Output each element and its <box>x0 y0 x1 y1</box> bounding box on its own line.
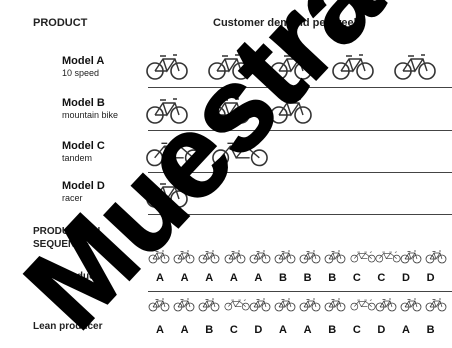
sequence-letter: A <box>254 272 263 284</box>
sequence-letter: C <box>352 324 361 336</box>
mini-bike-icon <box>274 250 296 264</box>
bicycle-icon <box>394 54 436 80</box>
mini-bike-icon <box>249 298 271 312</box>
sequence-letter: A <box>402 324 410 336</box>
mini-bike-icon <box>324 250 346 264</box>
mini-bike-icon <box>274 298 296 312</box>
bicycle-icon <box>146 98 188 124</box>
sequence-letter: B <box>279 272 287 284</box>
lean-mini-bikes <box>148 296 450 312</box>
mini-bike-icon <box>425 298 447 312</box>
mini-bike-icon <box>324 298 346 312</box>
sequence-letter: C <box>229 324 238 336</box>
sequence-letter: D <box>254 324 263 336</box>
sequence-letter: A <box>303 324 312 336</box>
sequence-letter: A <box>205 272 214 284</box>
model-subtitle: 10 speed <box>62 68 100 78</box>
sequence-letter: C <box>377 272 386 284</box>
sequence-letter: D <box>402 272 410 284</box>
sequence-letter: B <box>328 324 337 336</box>
mini-bike-icon <box>299 250 321 264</box>
mini-bike-icon <box>224 250 245 264</box>
divider <box>148 130 452 131</box>
bicycle-icon <box>208 54 250 80</box>
mini-bike-icon <box>400 298 422 312</box>
sequence-letter: D <box>377 324 386 336</box>
mini-bike-icon <box>224 299 250 311</box>
divider <box>148 214 452 215</box>
model-row-d: Model D racer <box>62 180 105 204</box>
sequence-letter: A <box>229 272 238 284</box>
mini-bike-icon <box>350 251 376 263</box>
product-header: PRODUCT <box>33 17 88 29</box>
model-name: Model A <box>62 55 105 67</box>
mini-bike-icon <box>375 251 401 263</box>
mini-bike-icon <box>400 250 422 264</box>
model-subtitle: tandem <box>62 153 93 163</box>
model-name: Model C <box>62 140 105 152</box>
mini-bike-icon <box>350 299 376 311</box>
mass-mini-bikes <box>148 248 450 264</box>
model-row-c: Model C tandem <box>62 140 105 164</box>
sequence-letter: A <box>180 324 189 336</box>
sequence-letter: B <box>205 324 214 336</box>
mini-bike-icon <box>148 250 170 264</box>
model-name: Model D <box>62 180 105 192</box>
divider <box>148 87 452 88</box>
sequence-letter: D <box>426 272 435 284</box>
bicycle-icon <box>332 54 374 80</box>
bicycle-icon <box>270 54 312 80</box>
tandem-bike-icon <box>146 141 202 167</box>
model-name: Model B <box>62 97 105 109</box>
production-title-line1: PRODUCTION <box>33 226 101 237</box>
sequence-letter: A <box>180 272 189 284</box>
sequence-letter: A <box>279 324 287 336</box>
demand-header: Customer demand per week <box>213 17 360 29</box>
sequence-letter: A <box>156 324 164 336</box>
sequence-letter: B <box>426 324 435 336</box>
bicycle-icon <box>208 98 250 124</box>
mass-producer-label: Mass producer <box>33 271 105 282</box>
sequence-letter: C <box>352 272 361 284</box>
model-subtitle: mountain bike <box>62 110 119 120</box>
bicycle-icon <box>146 182 188 208</box>
mini-bike-icon <box>198 298 220 312</box>
model-subtitle: racer <box>62 193 83 203</box>
mini-bike-icon <box>425 250 447 264</box>
sequence-letter: A <box>156 272 164 284</box>
mini-bike-icon <box>148 298 170 312</box>
divider <box>148 291 452 292</box>
mini-bike-icon <box>198 250 220 264</box>
mini-bike-icon <box>375 298 397 312</box>
model-row-a: Model A 10 speed <box>62 55 104 79</box>
bicycle-icon <box>146 54 188 80</box>
mini-bike-icon <box>173 250 195 264</box>
divider <box>148 172 452 173</box>
model-row-b: Model B mountain bike <box>62 97 118 121</box>
mini-bike-icon <box>249 250 271 264</box>
production-title-line2: SEQUENCE <box>33 239 90 250</box>
bicycle-icon <box>270 98 312 124</box>
production-sequence-title: PRODUCTION SEQUENCE <box>33 225 100 251</box>
sequence-letter: B <box>328 272 337 284</box>
mini-bike-icon <box>299 298 321 312</box>
tandem-bike-icon <box>212 141 268 167</box>
sequence-letter: B <box>303 272 312 284</box>
lean-producer-label: Lean producer <box>33 321 103 332</box>
mini-bike-icon <box>173 298 195 312</box>
